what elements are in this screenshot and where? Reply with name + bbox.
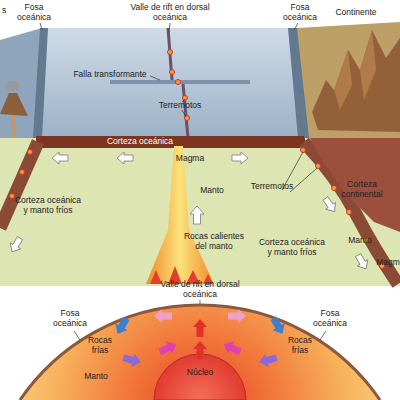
flow-arrow (52, 152, 68, 164)
convection-arrow (267, 315, 288, 338)
convection-arrow (193, 341, 207, 359)
earthquake-markers (10, 50, 385, 269)
leader-line (169, 23, 170, 32)
magma-column (146, 146, 214, 284)
feature-label: Rocas frías (82, 336, 118, 355)
feature-label: Corteza oceánica y manto fríos (256, 238, 328, 257)
feature-label: Corteza oceánica y manto fríos (12, 196, 84, 215)
feature-label: Fosa oceánica (48, 309, 92, 328)
feature-label: Falla transformante (65, 70, 155, 80)
feature-label: Terremotos (242, 182, 302, 192)
feature-label: Corteza oceánica (100, 137, 180, 147)
convection-arrow (154, 309, 172, 323)
volcano (0, 93, 28, 116)
rift-valley (183, 84, 188, 138)
trench (33, 28, 48, 138)
feature-label: Rocas frías (282, 336, 318, 355)
mountain-range (312, 30, 400, 132)
feature-label: Continente (321, 8, 391, 18)
convection-arrow (257, 351, 278, 369)
flow-arrow (320, 195, 339, 215)
hot-rock (150, 270, 162, 284)
feature-label: Magm (373, 258, 400, 268)
feature-label: Rocas calientes del manto (181, 232, 247, 251)
feature-label: Fosa oceánica (12, 3, 56, 22)
flow-arrow (232, 152, 248, 164)
leader-lines (40, 23, 326, 340)
earthquake (170, 70, 175, 75)
convection-arrow (157, 338, 179, 358)
feature-label: Núcleo (180, 368, 220, 378)
ocean-floor (38, 28, 302, 138)
mountain-shade (334, 50, 352, 110)
feature-label: Magma (170, 154, 210, 164)
convection-arrow (111, 315, 132, 338)
earthquake (316, 164, 321, 169)
earthquake (168, 50, 173, 55)
oceanic-crust (36, 136, 308, 148)
convection-arrow (221, 338, 243, 358)
feature-label: Fosa oceánica (278, 3, 322, 22)
continental-crust (310, 138, 400, 232)
earthquake (20, 170, 25, 175)
mantle-section (20, 305, 380, 400)
subducting-slab (0, 142, 38, 228)
feature-label: Valle de rift en dorsal oceánica (160, 280, 240, 299)
feature-label: Corteza continental (336, 180, 388, 199)
leader-line (182, 110, 186, 117)
earthquake (183, 96, 188, 101)
leader-line (150, 76, 160, 80)
feature-label: Fosa oceánica (308, 309, 352, 328)
earthquake (301, 148, 306, 153)
feature-label: Manto (192, 186, 232, 196)
earthquake (347, 210, 352, 215)
crust-line (20, 305, 380, 400)
leader-line (290, 168, 317, 192)
convection-arrow (193, 319, 207, 337)
flow-arrow (190, 206, 204, 224)
flow-arrow (353, 252, 371, 272)
convection-arrow (228, 309, 246, 323)
continent-surface (297, 22, 400, 138)
feature-label: Manto (340, 236, 380, 246)
mantle (0, 138, 400, 286)
flow-arrow (7, 235, 25, 255)
leader-line (74, 331, 80, 340)
feature-label: Valle de rift en dorsal oceánica (130, 3, 210, 22)
flow-arrow (117, 152, 133, 164)
earthquake (176, 80, 181, 85)
feature-label: Terremotos (150, 101, 210, 111)
leader-line (320, 331, 326, 340)
feature-label: s (0, 6, 8, 16)
earthquake (28, 150, 33, 155)
volcano-plume (6, 81, 20, 91)
leader-line (40, 23, 42, 30)
convection-arrow (121, 351, 142, 369)
earthquake (10, 194, 15, 199)
earthquake (332, 186, 337, 191)
core (154, 354, 246, 400)
feature-label: Manto (76, 372, 116, 382)
transform-fault (110, 80, 250, 84)
mountain-shade (360, 30, 376, 100)
leader-line (294, 23, 298, 30)
